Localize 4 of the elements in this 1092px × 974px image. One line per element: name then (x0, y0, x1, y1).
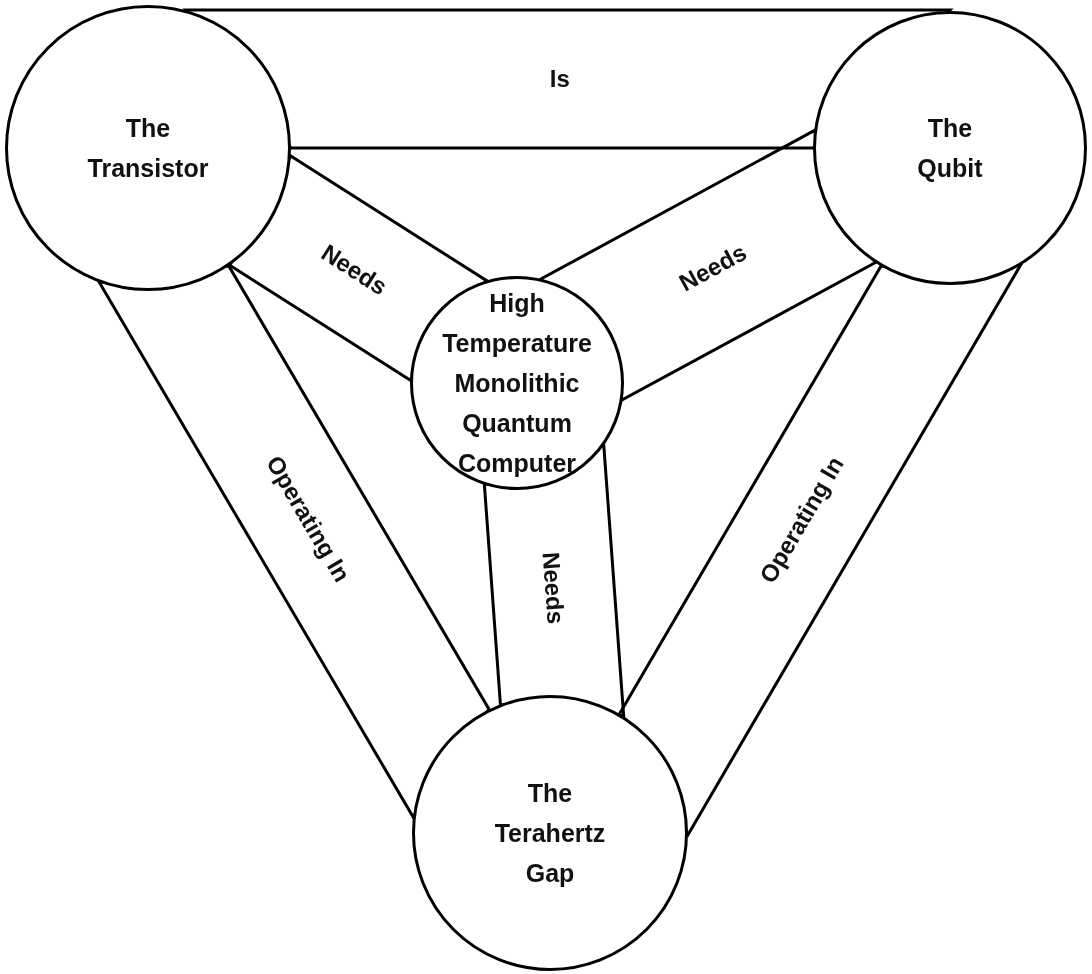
node-label: The Transistor (86, 113, 210, 184)
node-label: The Qubit (916, 113, 984, 184)
node-label: High Temperature Monolithic Quantum Computer (441, 288, 593, 479)
node-label: The Terahertz Gap (493, 778, 607, 889)
